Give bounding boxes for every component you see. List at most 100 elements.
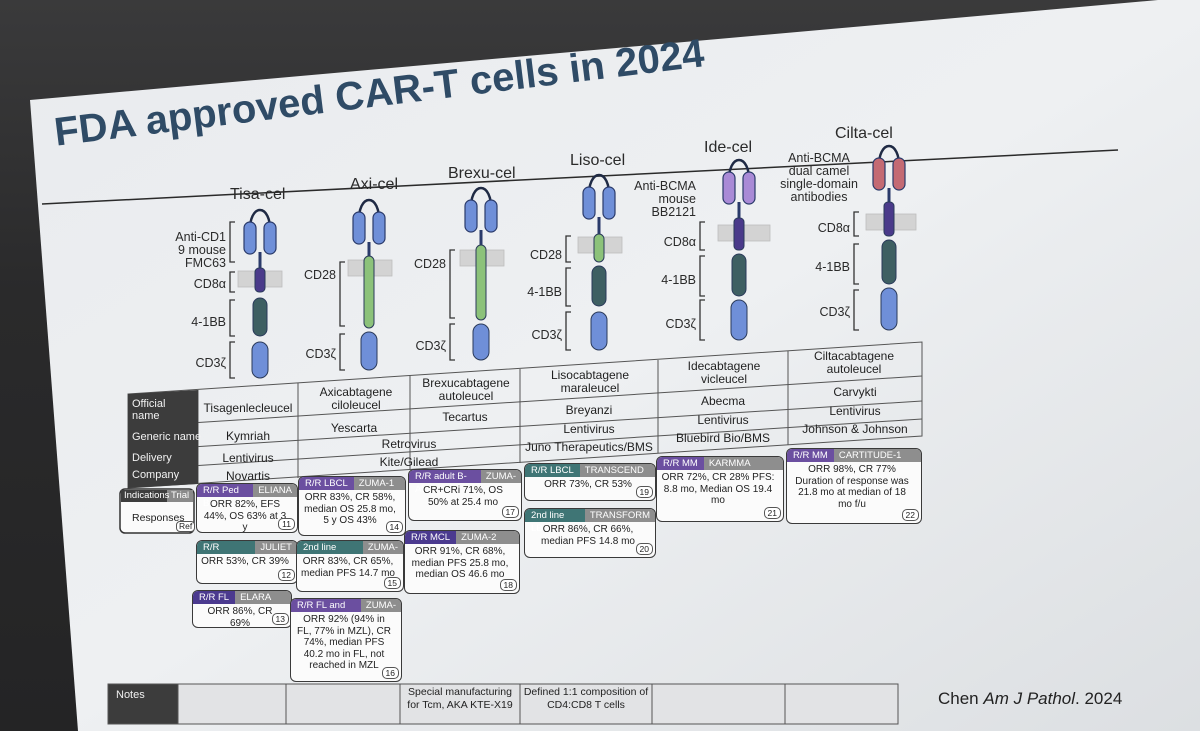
row-label-official-name: Official name	[132, 398, 166, 422]
trial-name: KARMMA	[703, 457, 783, 470]
car-ide-signal-domain	[730, 299, 748, 341]
hinge-label-brexu: CD28	[414, 257, 446, 271]
trial-response: CR+CRi 71%, OS 50% at 25.4 mo	[423, 485, 503, 508]
trial-indication: R/R FL and MZL	[291, 599, 361, 624]
row-label-delivery: Delivery	[132, 452, 172, 464]
trial-response: ORR 72%, CR 28% PFS: 8.8 mo, Median OS 1…	[661, 472, 775, 506]
car-brexu-bracket	[449, 249, 455, 319]
product-name-liso: Liso-cel	[570, 152, 626, 169]
trial-ref: 18	[499, 579, 517, 591]
hinge-label-axi: CD28	[304, 268, 336, 282]
official-name-cilta: Ciltacabtagene autoleucel	[813, 349, 895, 376]
official-name-ide: Idecabtagene vicleucel	[687, 359, 761, 386]
car-axi-binder-vh	[352, 211, 366, 245]
car-tisa-binder-vl	[263, 221, 277, 255]
company-liso: Juno Therapeutics/BMS	[525, 440, 653, 454]
delivery-liso: Lentivirus	[563, 422, 615, 436]
car-brexu-green-domain	[475, 244, 487, 321]
costim-label-ide: 4-1BB	[661, 273, 696, 287]
car-liso-binder-vl	[602, 186, 616, 220]
car-cilta-binder-vh	[872, 157, 886, 191]
car-tisa-signal-domain	[251, 341, 269, 379]
signal-label-ide: CD3ζ	[665, 317, 696, 331]
trial-name: TRANSFORM	[584, 509, 655, 522]
trial-response: ORR 82%, EFS 44%, OS 63% at 3 y	[203, 499, 287, 533]
trial-indication: R/R FL	[193, 591, 236, 604]
trial-ref: 22	[901, 509, 919, 521]
trial-response: ORR 98%, CR 77% Duration of response was…	[795, 464, 909, 510]
notes-brexu: Special manufacturing for Tcm, AKA KTE-X…	[407, 686, 513, 711]
generic-name-brexu: Tecartus	[442, 410, 488, 424]
car-axi-bracket	[339, 333, 345, 371]
citation: Chen Am J Pathol. 2024	[938, 689, 1123, 708]
signal-label-brexu: CD3ζ	[415, 339, 446, 353]
car-cilta-bracket	[853, 211, 859, 237]
trial-name: ZUMA-7	[362, 541, 403, 566]
car-ide-bracket	[699, 255, 705, 297]
product-name-axi: Axi-cel	[350, 176, 399, 193]
delivery-cilta: Lentivirus	[829, 404, 881, 418]
car-liso-bracket	[565, 311, 571, 351]
trial-ref: 16	[381, 667, 399, 679]
trial-name: ZUMA-5	[360, 599, 401, 624]
car-structures	[229, 144, 906, 379]
car-axi-green-domain	[363, 255, 375, 329]
car-brexu-binder-vh	[464, 199, 478, 233]
signal-label-tisa: CD3ζ	[195, 356, 226, 370]
trial-indication: 2nd line LBCL	[525, 509, 585, 534]
notes-label: Notes	[116, 689, 145, 701]
car-cilta-binder-vl	[892, 157, 906, 191]
trial-indication: R/R MM	[657, 457, 704, 470]
car-ide-binder-vl	[742, 171, 756, 205]
row-label-column	[128, 390, 198, 488]
title-underline	[41, 149, 1119, 205]
signal-label-axi: CD3ζ	[305, 347, 336, 361]
trial-ref: 12	[277, 569, 295, 581]
company-cilta: Johnson & Johnson	[802, 422, 908, 436]
delivery-axi-brexu: Retrovirus	[381, 437, 437, 451]
delivery-tisa: Lentivirus	[222, 451, 274, 465]
trial-response: ORR 92% (94% in FL, 77% in MZL), CR 74%,…	[297, 614, 391, 671]
product-name-brexu: Brexu-cel	[448, 165, 516, 182]
company-tisa: Novartis	[225, 469, 270, 483]
hinge-label-liso: CD28	[530, 248, 562, 262]
car-axi-bracket	[339, 261, 345, 327]
hinge-label-ide: CD8α	[663, 235, 696, 249]
car-cilta-signal-domain	[880, 287, 898, 331]
legend-trial: Trial	[171, 490, 190, 501]
trial-indication: R/R LBCL	[525, 464, 580, 477]
row-label-generic-name: Generic name	[132, 431, 202, 443]
trial-name: JULIET	[255, 541, 297, 554]
car-cilta-costim-domain	[881, 239, 897, 285]
company-axi-brexu: Kite/Gilead	[379, 455, 439, 469]
generic-name-ide: Abecma	[700, 394, 746, 408]
trial-ref: 20	[635, 543, 653, 555]
trial-name: CARTITUDE-1	[833, 449, 921, 462]
delivery-ide: Lentivirus	[697, 413, 749, 427]
legend-box	[119, 488, 195, 534]
costim-label-liso: 4-1BB	[527, 285, 562, 299]
company-ide: Bluebird Bio/BMS	[675, 431, 771, 445]
car-ide-bracket	[699, 299, 705, 341]
car-liso-bracket	[565, 235, 571, 263]
car-tisa-bracket	[229, 221, 235, 263]
hinge-label-tisa: CD8α	[193, 277, 226, 291]
car-tisa-costim-domain	[252, 297, 268, 337]
generic-name-liso: Breyanzi	[565, 403, 613, 417]
signal-label-liso: CD3ζ	[531, 328, 562, 342]
trial-name: ZUMA-2	[456, 531, 519, 544]
generic-name-tisa: Kymriah	[225, 429, 270, 443]
car-ide-binder-vh	[722, 171, 736, 205]
trial-indication: R/R DLBCL	[197, 541, 256, 566]
trial-name: ELARA	[235, 591, 291, 604]
